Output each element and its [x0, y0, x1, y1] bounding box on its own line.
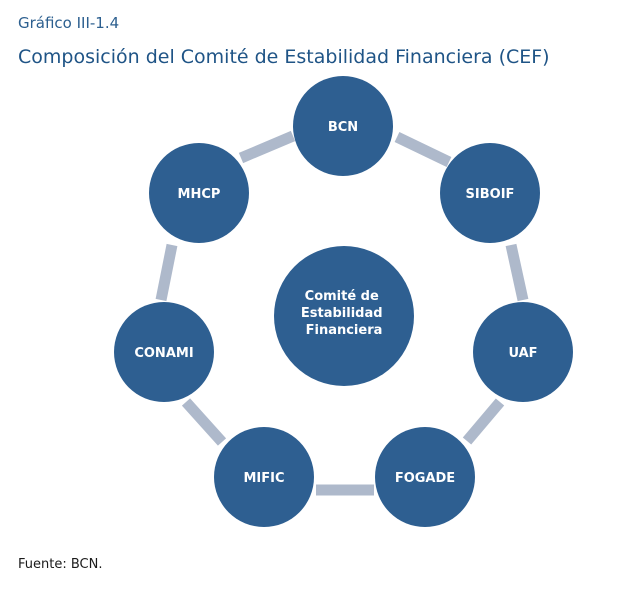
connector-conami-mhcp — [155, 243, 178, 302]
member-label-conami: CONAMI — [134, 346, 193, 361]
member-label-mific: MIFIC — [243, 471, 284, 486]
member-node-uaf: UAF — [473, 302, 573, 402]
connector-uaf-fogade — [462, 398, 505, 445]
center-node: Comité de Estabilidad Financiera — [274, 246, 414, 386]
connector-mhcp-bcn — [238, 130, 296, 164]
member-label-uaf: UAF — [508, 346, 537, 361]
connector-bcn-siboif — [394, 132, 452, 167]
center-line-3: Financiera — [306, 323, 383, 338]
member-node-siboif: SIBOIF — [440, 143, 540, 243]
member-node-fogade: FOGADE — [375, 427, 475, 527]
figure-title: Composición del Comité de Estabilidad Fi… — [18, 46, 550, 68]
member-label-bcn: BCN — [328, 120, 358, 135]
member-label-fogade: FOGADE — [395, 471, 455, 486]
figure-label: Gráfico III-1.4 — [18, 14, 120, 32]
member-node-mhcp: MHCP — [149, 143, 249, 243]
center-line-2: Estabilidad — [301, 306, 383, 321]
connector-mific-conami — [181, 398, 227, 446]
center-line-1: Comité de — [305, 289, 379, 304]
member-label-siboif: SIBOIF — [466, 187, 515, 202]
figure-source: Fuente: BCN. — [18, 557, 103, 572]
member-label-mhcp: MHCP — [178, 187, 221, 202]
connector-siboif-uaf — [505, 243, 529, 302]
member-node-bcn: BCN — [293, 76, 393, 176]
member-node-conami: CONAMI — [114, 302, 214, 402]
svg-text:Comité de Estabilidad: Comité de Estabilidad Financiera — [301, 289, 387, 338]
member-node-mific: MIFIC — [214, 427, 314, 527]
connectors — [155, 130, 529, 496]
